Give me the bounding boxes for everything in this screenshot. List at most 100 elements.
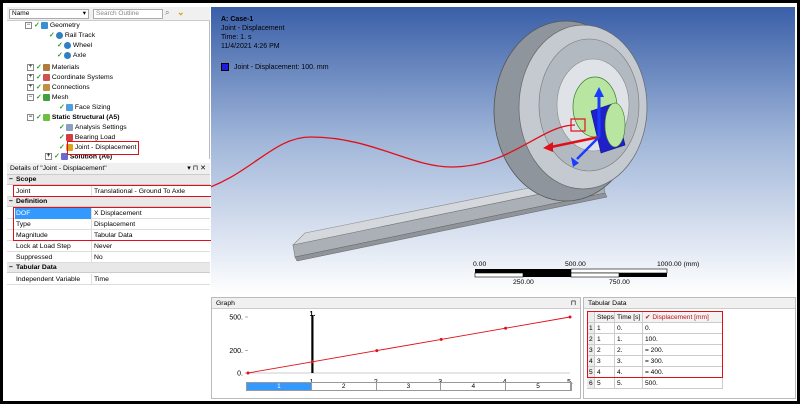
rail-base-surface (294, 192, 608, 262)
tree-item-label: Bearing Load (74, 134, 116, 141)
section-definition[interactable]: −Definition (7, 197, 210, 207)
detail-value[interactable]: Tabular Data (91, 230, 133, 241)
tree-item-connections[interactable]: +✓Connections (27, 83, 90, 93)
collapse-icon[interactable]: − (27, 93, 34, 101)
tree-item-label: Mesh (51, 94, 69, 101)
tree-item-solution[interactable]: +✓Solution (A6) (45, 153, 112, 161)
table-cell[interactable]: 2 (595, 345, 615, 355)
table-cell[interactable]: 500. (643, 378, 723, 388)
search-outline-input[interactable]: Search Outline (93, 9, 163, 19)
pin-close-icons[interactable]: ▾ ⊓ ✕ (187, 165, 206, 172)
expand-icon[interactable]: + (45, 153, 52, 160)
check-icon: ✓ (59, 144, 65, 151)
tree-item-rail-track[interactable]: ✓ Rail Track (49, 31, 95, 41)
tree-item-static-structural[interactable]: −✓Static Structural (A5) (27, 113, 119, 123)
table-cell[interactable]: 3. (615, 356, 643, 366)
detail-key: Independent Variable (16, 276, 81, 283)
object-label: Joint - Displacement (221, 25, 285, 32)
collapse-icon[interactable]: − (27, 113, 34, 121)
expand-icon[interactable]: + (27, 83, 34, 91)
section-scope[interactable]: −Scope (7, 175, 210, 185)
displacement-chart[interactable]: 0.200.500.1.2.3.4.5.1. (212, 309, 580, 387)
callout-arrow (211, 124, 576, 188)
table-cell[interactable]: 5 (587, 367, 595, 377)
collapse-icon[interactable]: − (9, 198, 13, 205)
graph-title-text: Graph (216, 300, 235, 307)
table-cell[interactable]: 1 (587, 323, 595, 333)
tree-item-face-sizing[interactable]: ✓Face Sizing (59, 103, 110, 113)
table-cell[interactable]: 5 (595, 378, 615, 388)
detail-value[interactable]: Translational - Ground To Axle (91, 186, 185, 197)
triad-x-arrow (550, 135, 600, 149)
detail-value[interactable]: Time (91, 274, 109, 285)
table-cell[interactable]: 2. (615, 345, 643, 355)
table-cell[interactable]: 4 (595, 367, 615, 377)
table-cell[interactable]: 1 (595, 323, 615, 333)
chevron-down-icon: ▾ (82, 10, 86, 17)
step-cell-4[interactable]: 4 (441, 383, 507, 390)
table-cell[interactable]: 0. (615, 323, 643, 333)
pin-icon[interactable]: ⊓ (570, 300, 576, 307)
coordinate-system-icon (42, 73, 50, 81)
search-icon[interactable]: ⌕ (165, 8, 170, 17)
tree-item-label: Rail Track (64, 32, 96, 39)
tree-item-bearing-load[interactable]: ✓Bearing Load (59, 133, 115, 143)
name-column-dropdown[interactable]: Name▾ (9, 9, 89, 19)
graph-title: Graph ⊓ (212, 298, 580, 309)
table-cell[interactable]: 3 (595, 356, 615, 366)
tree-item-analysis-settings[interactable]: ✓Analysis Settings (59, 123, 127, 133)
table-cell[interactable]: 1. (615, 334, 643, 344)
details-title: Details of "Joint - Displacement"▾ ⊓ ✕ (7, 163, 210, 175)
tree-item-label: Geometry (49, 22, 80, 29)
tree-item-mesh[interactable]: −✓Mesh (27, 93, 69, 103)
step-cell-5[interactable]: 5 (506, 383, 571, 390)
tree-item-axle[interactable]: ✓Axle (57, 51, 86, 61)
detail-value[interactable]: No (91, 252, 103, 263)
check-icon: ✓ (49, 32, 55, 39)
tree-item-label: Solution (A6) (69, 153, 113, 161)
tree-item-coordinate-systems[interactable]: +✓Coordinate Systems (27, 73, 113, 83)
collapse-icon[interactable]: − (9, 176, 13, 183)
detail-value[interactable]: X Displacement (91, 208, 142, 219)
axle-face (604, 102, 626, 148)
table-cell[interactable]: 3 (587, 345, 595, 355)
tree-item-geometry[interactable]: −✓Geometry (25, 21, 80, 31)
table-cell[interactable]: 1 (595, 334, 615, 344)
table-cell[interactable]: 6 (587, 378, 595, 388)
step-cell-3[interactable]: 3 (376, 383, 442, 390)
body-icon (63, 51, 71, 59)
scale-bar-segment (475, 269, 571, 273)
tree-item-joint-displacement[interactable]: ✓Joint - Displacement (59, 143, 136, 153)
detail-value[interactable]: Never (91, 241, 112, 252)
collapse-icon[interactable]: − (25, 21, 32, 29)
joint-highlight-box (13, 185, 213, 197)
expand-icon[interactable]: + (27, 73, 34, 81)
section-tabular-data[interactable]: −Tabular Data (7, 263, 210, 273)
table-cell[interactable]: 4. (615, 367, 643, 377)
tree-item-label: Analysis Settings (74, 124, 127, 131)
collapse-icon[interactable]: − (9, 264, 13, 271)
triad-y-arrowhead (571, 157, 579, 167)
filter-chevron-icon[interactable]: ⌄ (177, 7, 185, 17)
table-cell[interactable]: 4 (587, 356, 595, 366)
definition-highlight-box (13, 207, 213, 241)
detail-value[interactable]: Displacement (91, 219, 135, 230)
tree-item-wheel[interactable]: ✓Wheel (57, 41, 92, 51)
detail-row-independent-variable[interactable]: Independent Variable Time (7, 274, 210, 285)
tree-item-materials[interactable]: +✓Materials (27, 63, 79, 73)
check-icon: ✓ (36, 84, 42, 91)
expand-icon[interactable]: + (27, 63, 34, 71)
tabular-data-title: Tabular Data (584, 298, 795, 309)
table-cell[interactable]: 5. (615, 378, 643, 388)
graphics-viewport[interactable]: A: Case-1 Joint - Displacement Time: 1. … (211, 7, 795, 295)
step-cell-2[interactable]: 2 (311, 383, 377, 390)
table-cell[interactable]: 2 (587, 334, 595, 344)
step-cell-1[interactable]: 1 (247, 383, 312, 390)
